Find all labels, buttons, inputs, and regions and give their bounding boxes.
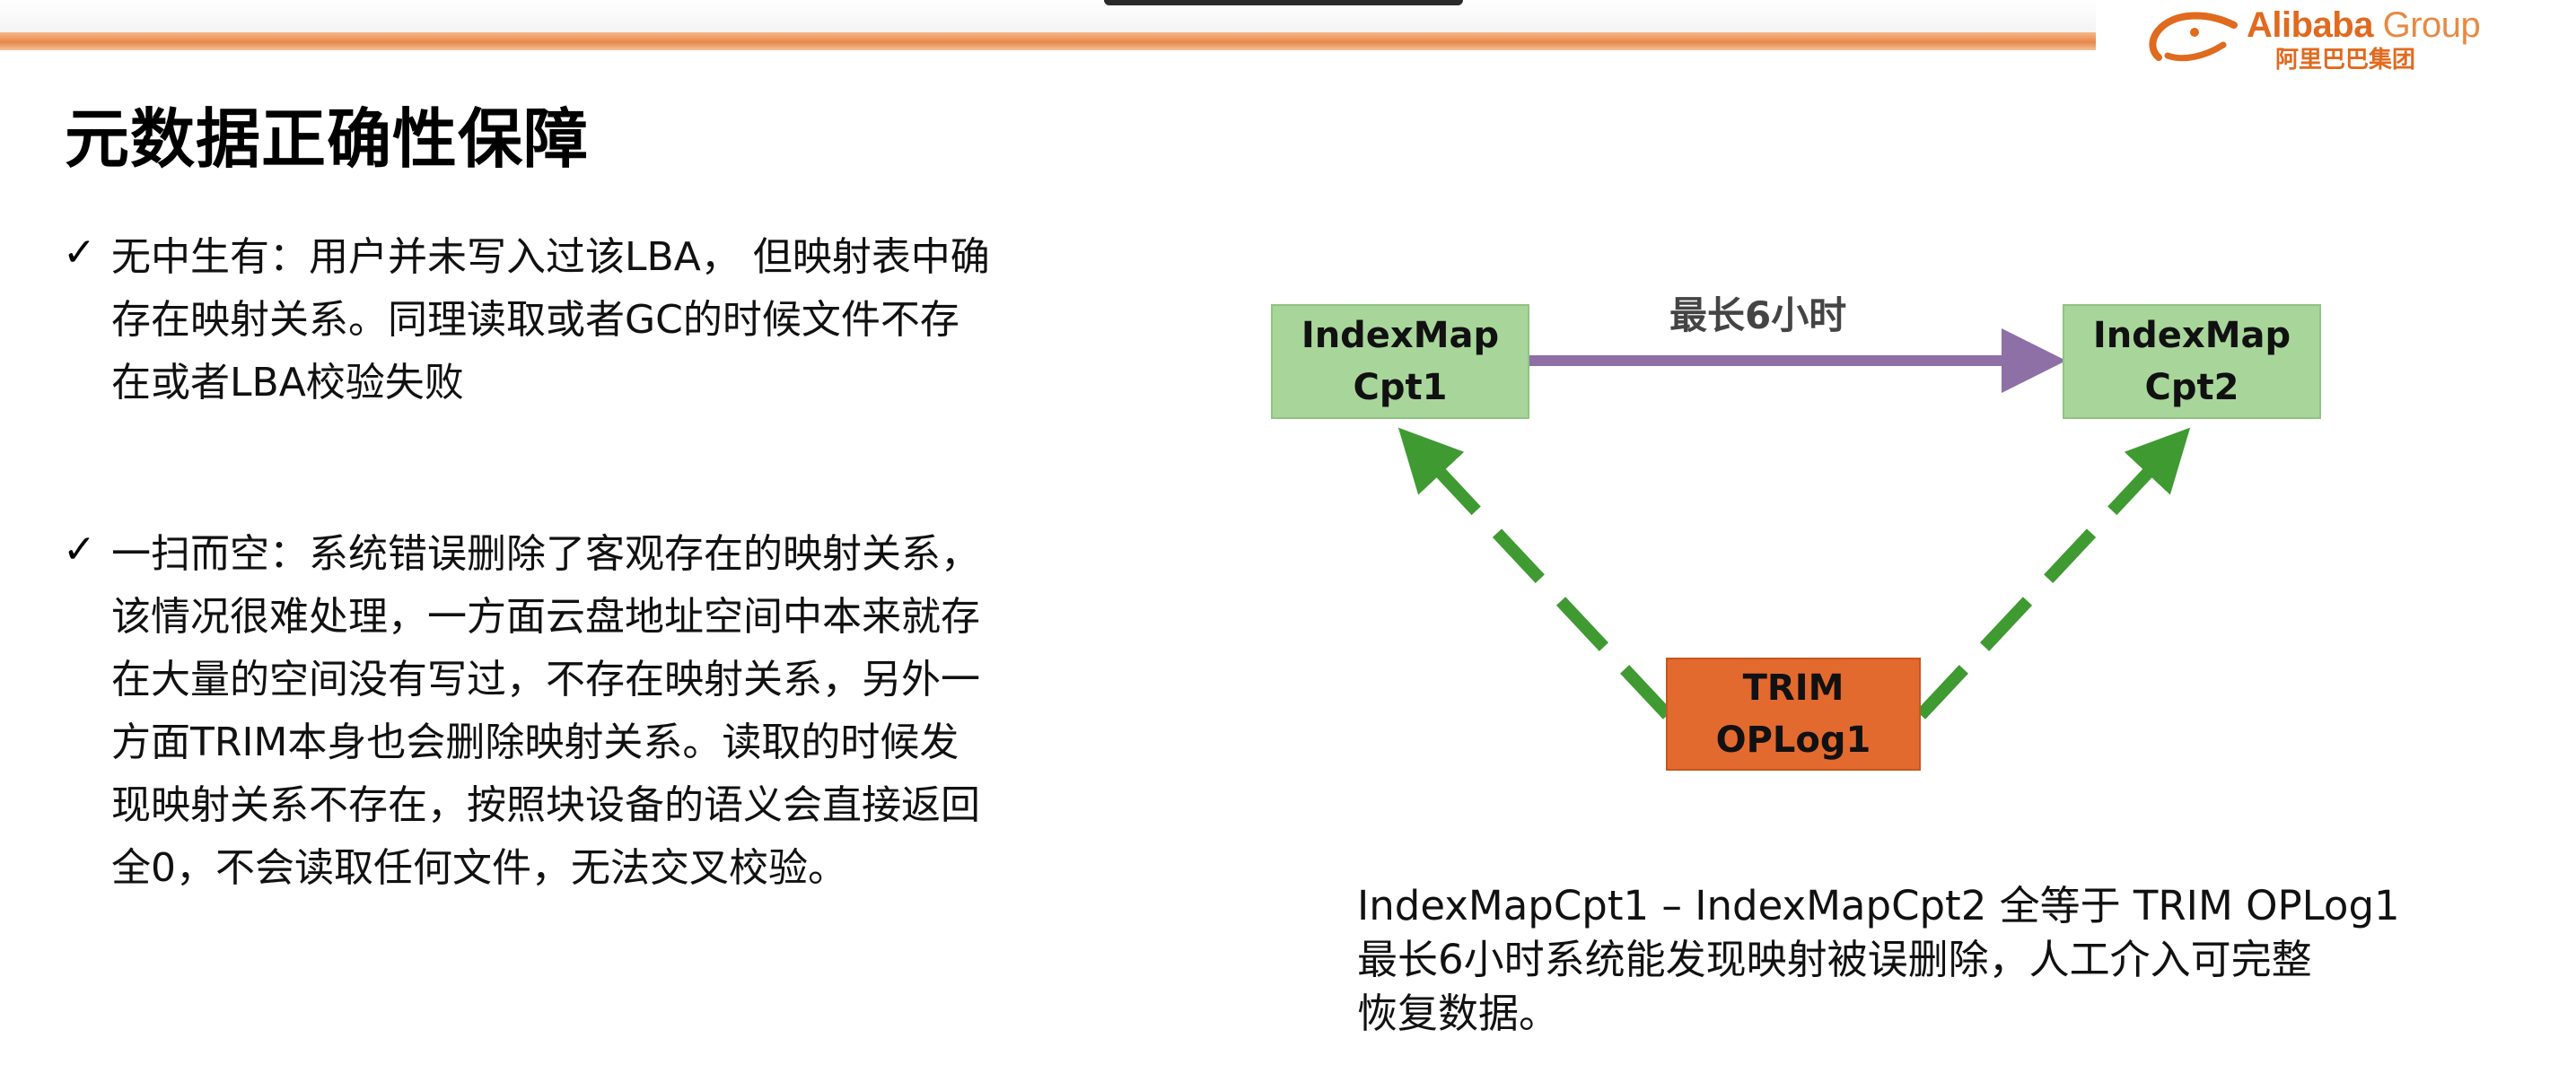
bullet-item-1: ✓ 无中生有：用户并未写入过该LBA， 但映射表中确 存在映射关系。同理读取或者… [63,226,1194,414]
node-label: IndexMap [1301,315,1500,356]
node-label: Cpt1 [1353,367,1448,408]
checkmark-icon: ✓ [63,230,96,275]
bullet-line: 无中生有：用户并未写入过该LBA， 但映射表中确 [111,234,990,280]
node-trim-oplog1: TRIM OPLog1 [1666,658,1921,771]
bullet-line: 方面TRIM本身也会删除映射关系。读取的时候发 [111,720,959,765]
diagram-caption: IndexMapCpt1 – IndexMapCpt2 全等于 TRIM OPL… [1357,879,2560,1041]
edge-label-max-6h: 最长6小时 [1669,293,1847,337]
top-background [0,0,2096,32]
node-indexmap-cpt2: IndexMap Cpt2 [2063,304,2321,419]
bullet-line: 在或者LBA校验失败 [111,360,464,406]
caption-line: IndexMapCpt1 – IndexMapCpt2 全等于 TRIM OPL… [1357,882,2400,929]
bullet-line: 全0，不会读取任何文件，无法交叉校验。 [111,845,847,891]
bullet-item-2: ✓ 一扫而空：系统错误删除了客观存在的映射关系， 该情况很难处理，一方面云盘地址… [63,523,1194,900]
green-dashed-arrow-trim-to-cpt2 [1915,427,2191,720]
node-label: TRIM [1742,667,1844,709]
green-dashed-arrow-trim-to-cpt1 [1398,427,1673,720]
alibaba-group-logo: Alibaba Group 阿里巴巴集团 [2141,5,2554,74]
node-label: IndexMap [2092,315,2291,356]
window-notch [1104,0,1463,5]
bullet-line: 在大量的空间没有写过，不存在映射关系，另外一 [111,657,980,702]
caption-line: 最长6小时系统能发现映射被误删除，人工介入可完整 [1357,936,2312,983]
logo-wordmark: Alibaba Group [2247,5,2481,45]
bullet-line: 现映射关系不存在，按照块设备的语义会直接返回 [111,782,980,828]
node-label: Cpt2 [2144,367,2239,408]
checkmark-icon: ✓ [63,527,96,572]
bullet-text-1: 无中生有：用户并未写入过该LBA， 但映射表中确 存在映射关系。同理读取或者GC… [111,226,1194,414]
alibaba-smile-icon [2149,12,2238,62]
node-indexmap-cpt1: IndexMap Cpt1 [1271,304,1529,419]
logo-chinese-wordmark: 阿里巴巴集团 [2275,47,2416,74]
bullet-text-2: 一扫而空：系统错误删除了客观存在的映射关系， 该情况很难处理，一方面云盘地址空间… [111,523,1194,900]
bullet-line: 该情况很难处理，一方面云盘地址空间中本来就存 [111,594,980,640]
caption-line: 恢复数据。 [1357,990,1560,1037]
bullet-line: 存在映射关系。同理读取或者GC的时候文件不存 [111,297,959,343]
node-label: OPLog1 [1715,720,1871,761]
bullet-line: 一扫而空：系统错误删除了客观存在的映射关系， [111,531,980,577]
header-accent-bar [0,32,2096,50]
slide-title: 元数据正确性保障 [65,101,590,177]
